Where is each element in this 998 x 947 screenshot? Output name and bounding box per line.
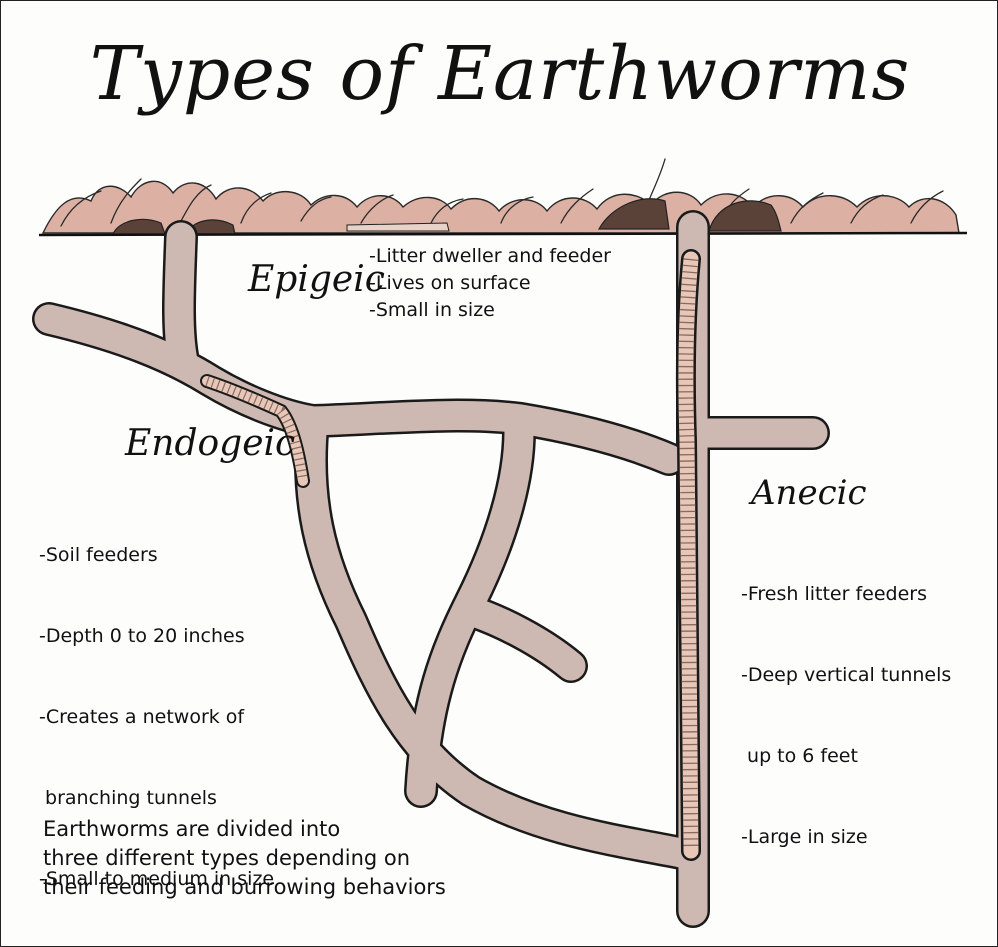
summary-line: Earthworms are divided into [43, 815, 446, 844]
summary-caption: Earthworms are divided into three differ… [43, 815, 446, 902]
anecic-traits: -Fresh litter feeders -Deep vertical tun… [741, 527, 951, 905]
endogeic-label: Endogeic [125, 423, 295, 464]
trait-item: -Depth 0 to 20 inches [39, 623, 274, 650]
trait-item: -Creates a network of [39, 704, 274, 731]
page-title: Types of Earthworms [1, 31, 998, 117]
trait-item: branching tunnels [39, 785, 274, 812]
trait-item: -Fresh litter feeders [741, 581, 951, 608]
epigeic-label: Epigeic [248, 259, 385, 300]
trait-item: up to 6 feet [741, 743, 951, 770]
trait-item: -Lives on surface [369, 270, 611, 297]
anecic-label: Anecic [751, 473, 867, 513]
summary-line: three different types depending on [43, 844, 446, 873]
epigeic-traits: -Litter dweller and feeder -Lives on sur… [369, 243, 611, 324]
anecic-worm [686, 259, 691, 851]
summary-line: their feeding and burrowing behaviors [43, 873, 446, 902]
trait-item: -Large in size [741, 824, 951, 851]
trait-item: -Soil feeders [39, 542, 274, 569]
trait-item: -Deep vertical tunnels [741, 662, 951, 689]
trait-item: -Litter dweller and feeder [369, 243, 611, 270]
trait-item: -Small in size [369, 297, 611, 324]
